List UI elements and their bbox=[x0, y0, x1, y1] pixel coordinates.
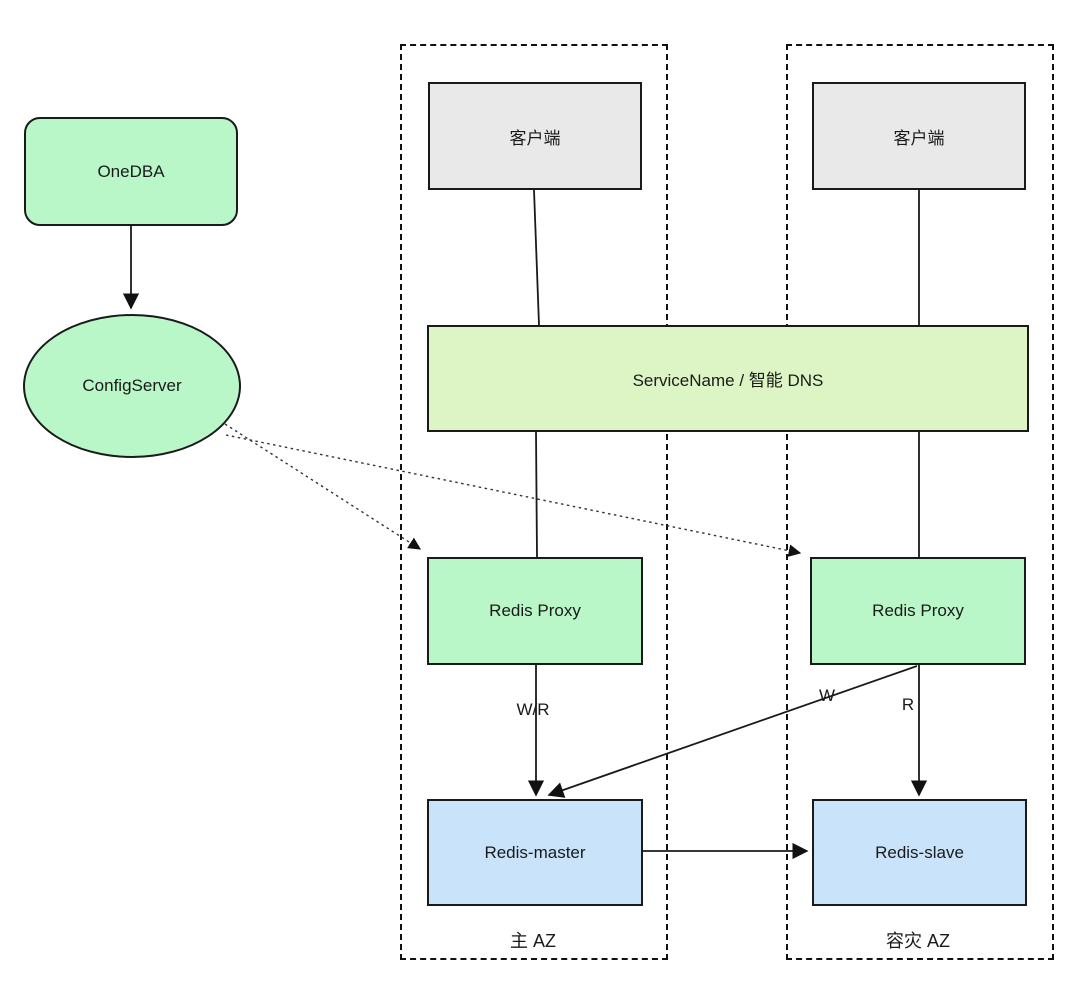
node-client-primary: 客户端 bbox=[428, 82, 642, 190]
node-onedba: OneDBA bbox=[24, 117, 238, 226]
node-redis-proxy-primary: Redis Proxy bbox=[427, 557, 643, 665]
edge-label-write: W bbox=[818, 686, 836, 705]
edge-label-read: R bbox=[901, 695, 915, 714]
zone-primary-az-label: 主 AZ bbox=[509, 931, 557, 951]
node-redis-master: Redis-master bbox=[427, 799, 643, 906]
node-servicename-dns: ServiceName / 智能 DNS bbox=[427, 325, 1029, 432]
node-redis-slave: Redis-slave bbox=[812, 799, 1027, 906]
zone-dr-az-label: 容灾 AZ bbox=[885, 931, 951, 951]
node-client-dr: 客户端 bbox=[812, 82, 1026, 190]
node-redis-proxy-dr: Redis Proxy bbox=[810, 557, 1026, 665]
node-configserver: ConfigServer bbox=[23, 314, 241, 458]
edge-configserver-to-proxy-primary bbox=[224, 423, 422, 550]
edge-label-write-read: W/R bbox=[516, 700, 550, 719]
